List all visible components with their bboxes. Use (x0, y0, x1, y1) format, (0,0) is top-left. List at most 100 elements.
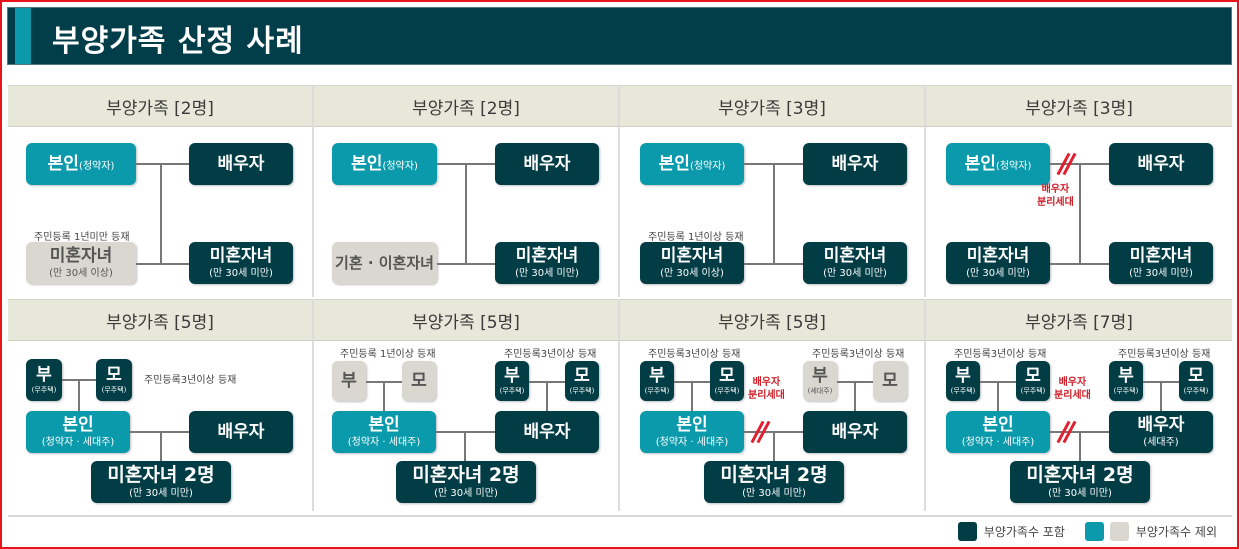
spouse-box: 배우자 (803, 143, 907, 185)
child-sub-label: (만 30세 미만) (515, 267, 579, 279)
case-card-4: 부양가족 [3명] 본인(청약자) 배우자 배우자 분리세대 미혼자녀 (만 3… (926, 85, 1232, 297)
case-diagram: 주민등록 1년이상 등재 부 모 주민등록3년이상 등재 부 (무주택) 모 (… (314, 341, 618, 511)
self-label: 본인 (964, 153, 996, 174)
legend-excluded-swatch (1109, 522, 1129, 541)
connector-line (691, 381, 693, 411)
self-box: 본인(청약자) (946, 143, 1050, 185)
child-label: 미혼자녀 (1129, 246, 1193, 267)
registration-note: 주민등록3년이상 등재 (648, 349, 741, 360)
separation-note: 배우자 분리세대 (748, 377, 785, 402)
connector-line (383, 381, 385, 411)
separation-note-line: 배우자 (1058, 377, 1087, 388)
self-sub-label: (청약자 · 세대주) (961, 436, 1035, 448)
self-box: 본인(청약자) (332, 143, 437, 185)
self-box: 본인 (청약자 · 세대주) (640, 411, 744, 453)
case-diagram: 본인(청약자) 배우자 기혼 · 이혼자녀 미혼자녀 (만 30세 미만) (314, 127, 618, 297)
father-label: 부 (1118, 365, 1134, 386)
spouse-father-box: 부 (세대주) (803, 361, 837, 401)
self-label: 본인 (676, 415, 708, 436)
father-label: 부 (955, 365, 971, 386)
connector-line (546, 381, 548, 411)
spouse-label: 배우자 (217, 153, 265, 174)
self-box: 본인 (청약자 · 세대주) (946, 411, 1050, 453)
self-label: 본인 (351, 153, 383, 174)
connector-line (464, 431, 466, 461)
connector-line (773, 431, 775, 461)
legend-included-swatch (957, 522, 977, 541)
self-sub-label: (청약자) (382, 160, 418, 172)
registration-note: 주민등록3년이상 등재 (812, 349, 905, 360)
spouse-box: 배우자 (495, 411, 599, 453)
self-label: 본인 (47, 153, 79, 174)
connector-line (136, 163, 189, 165)
connector-line (136, 263, 189, 265)
title-bar: 부양가족 산정 사례 (7, 7, 1232, 65)
connector-line (160, 163, 162, 265)
connector-line (130, 431, 189, 433)
separation-note-line: 분리세대 (748, 389, 785, 401)
connector-line (773, 163, 775, 265)
children-label: 미혼자녀 2명 (720, 464, 828, 487)
child-sub-label: (만 30세 이상) (660, 267, 724, 279)
case-header: 부양가족 [3명] (926, 85, 1232, 127)
mother-sub-label: (무주택) (1183, 386, 1209, 395)
self-sub-label: (청약자) (689, 160, 726, 172)
children-box: 미혼자녀 2명 (만 30세 미만) (704, 461, 844, 503)
connector-line (744, 263, 803, 265)
case-diagram: 주민등록3년이상 등재 부 (무주택) 모 (무주택) 배우자 분리세대 주민등… (926, 341, 1232, 511)
spouse-father-box: 부 (무주택) (495, 361, 529, 401)
separation-note: 배우자 분리세대 (1054, 377, 1091, 402)
registration-note: 주민등록3년이상 등재 (954, 349, 1047, 360)
separation-note-line: 배우자 (1041, 184, 1070, 195)
children-sub-label: (만 30세 미만) (434, 487, 498, 499)
case-card-2: 부양가족 [2명] 본인(청약자) 배우자 기혼 · 이혼자녀 미혼자녀 (만 … (314, 85, 620, 297)
spouse-label: 배우자 (831, 421, 879, 442)
self-sub-label: (청약자 · 세대주) (41, 436, 115, 448)
child-label: 미혼자녀 (823, 246, 887, 267)
children-label: 미혼자녀 2명 (412, 464, 520, 487)
right-child-box: 미혼자녀 (만 30세 미만) (495, 242, 599, 284)
case-card-5: 부양가족 [5명] 부 (무주택) 모 (무주택) 주민등록3년이상 등재 본인… (8, 299, 314, 511)
separation-note: 배우자 분리세대 (1037, 184, 1074, 209)
mother-box: 모 (무주택) (96, 359, 132, 401)
spouse-box: 배우자 (1109, 143, 1213, 185)
children-label: 미혼자녀 2명 (1026, 464, 1134, 487)
case-header: 부양가족 [2명] (314, 85, 618, 127)
child-sub-label: (만 30세 미만) (966, 267, 1030, 279)
separation-note-line: 분리세대 (1037, 196, 1074, 208)
children-sub-label: (만 30세 미만) (129, 487, 193, 499)
child-label: 미혼자녀 (515, 246, 579, 267)
child-label: 미혼자녀 (49, 246, 113, 267)
self-box: 본인 (청약자 · 세대주) (332, 411, 436, 453)
case-diagram: 본인(청약자) 배우자 주민등록 1년미만 등재 미혼자녀 (만 30세 이상)… (8, 127, 312, 297)
connector-line (1050, 263, 1109, 265)
father-box: 부 (무주택) (640, 361, 674, 401)
spouse-box: 배우자 (세대주) (1109, 411, 1213, 453)
case-card-6: 부양가족 [5명] 주민등록 1년이상 등재 부 모 주민등록3년이상 등재 부… (314, 299, 620, 511)
father-label: 부 (649, 365, 665, 386)
spouse-box: 배우자 (189, 411, 293, 453)
father-sub-label: (무주택) (644, 386, 670, 395)
self-box: 본인 (청약자 · 세대주) (26, 411, 130, 453)
children-sub-label: (만 30세 미만) (742, 487, 806, 499)
father-box: 부 (무주택) (26, 359, 62, 401)
separation-note-line: 분리세대 (1054, 389, 1091, 401)
spouse-box: 배우자 (803, 411, 907, 453)
case-diagram: 본인(청약자) 배우자 주민등록 1년이상 등재 미혼자녀 (만 30세 이상)… (620, 127, 924, 297)
spouse-label: 배우자 (523, 153, 571, 174)
legend-applicant-swatch (1084, 522, 1104, 541)
mother-box: 모 (무주택) (710, 361, 744, 401)
self-sub-label: (청약자 · 세대주) (655, 436, 729, 448)
registration-note: 주민등록 1년미만 등재 (34, 232, 130, 243)
spouse-mother-box: 모 (873, 361, 907, 401)
mother-label: 모 (106, 364, 122, 385)
father-box: 부 (무주택) (946, 361, 980, 401)
right-child-box: 미혼자녀 (만 30세 미만) (803, 242, 907, 284)
child-sub-label: (만 30세 미만) (209, 267, 273, 279)
connector-line (1079, 431, 1081, 461)
mother-label: 모 (719, 365, 735, 386)
spouse-label: 배우자 (523, 421, 571, 442)
mother-label: 모 (1025, 365, 1041, 386)
father-sub-label: (무주택) (1113, 386, 1139, 395)
spouse-mother-box: 모 (무주택) (1179, 361, 1213, 401)
